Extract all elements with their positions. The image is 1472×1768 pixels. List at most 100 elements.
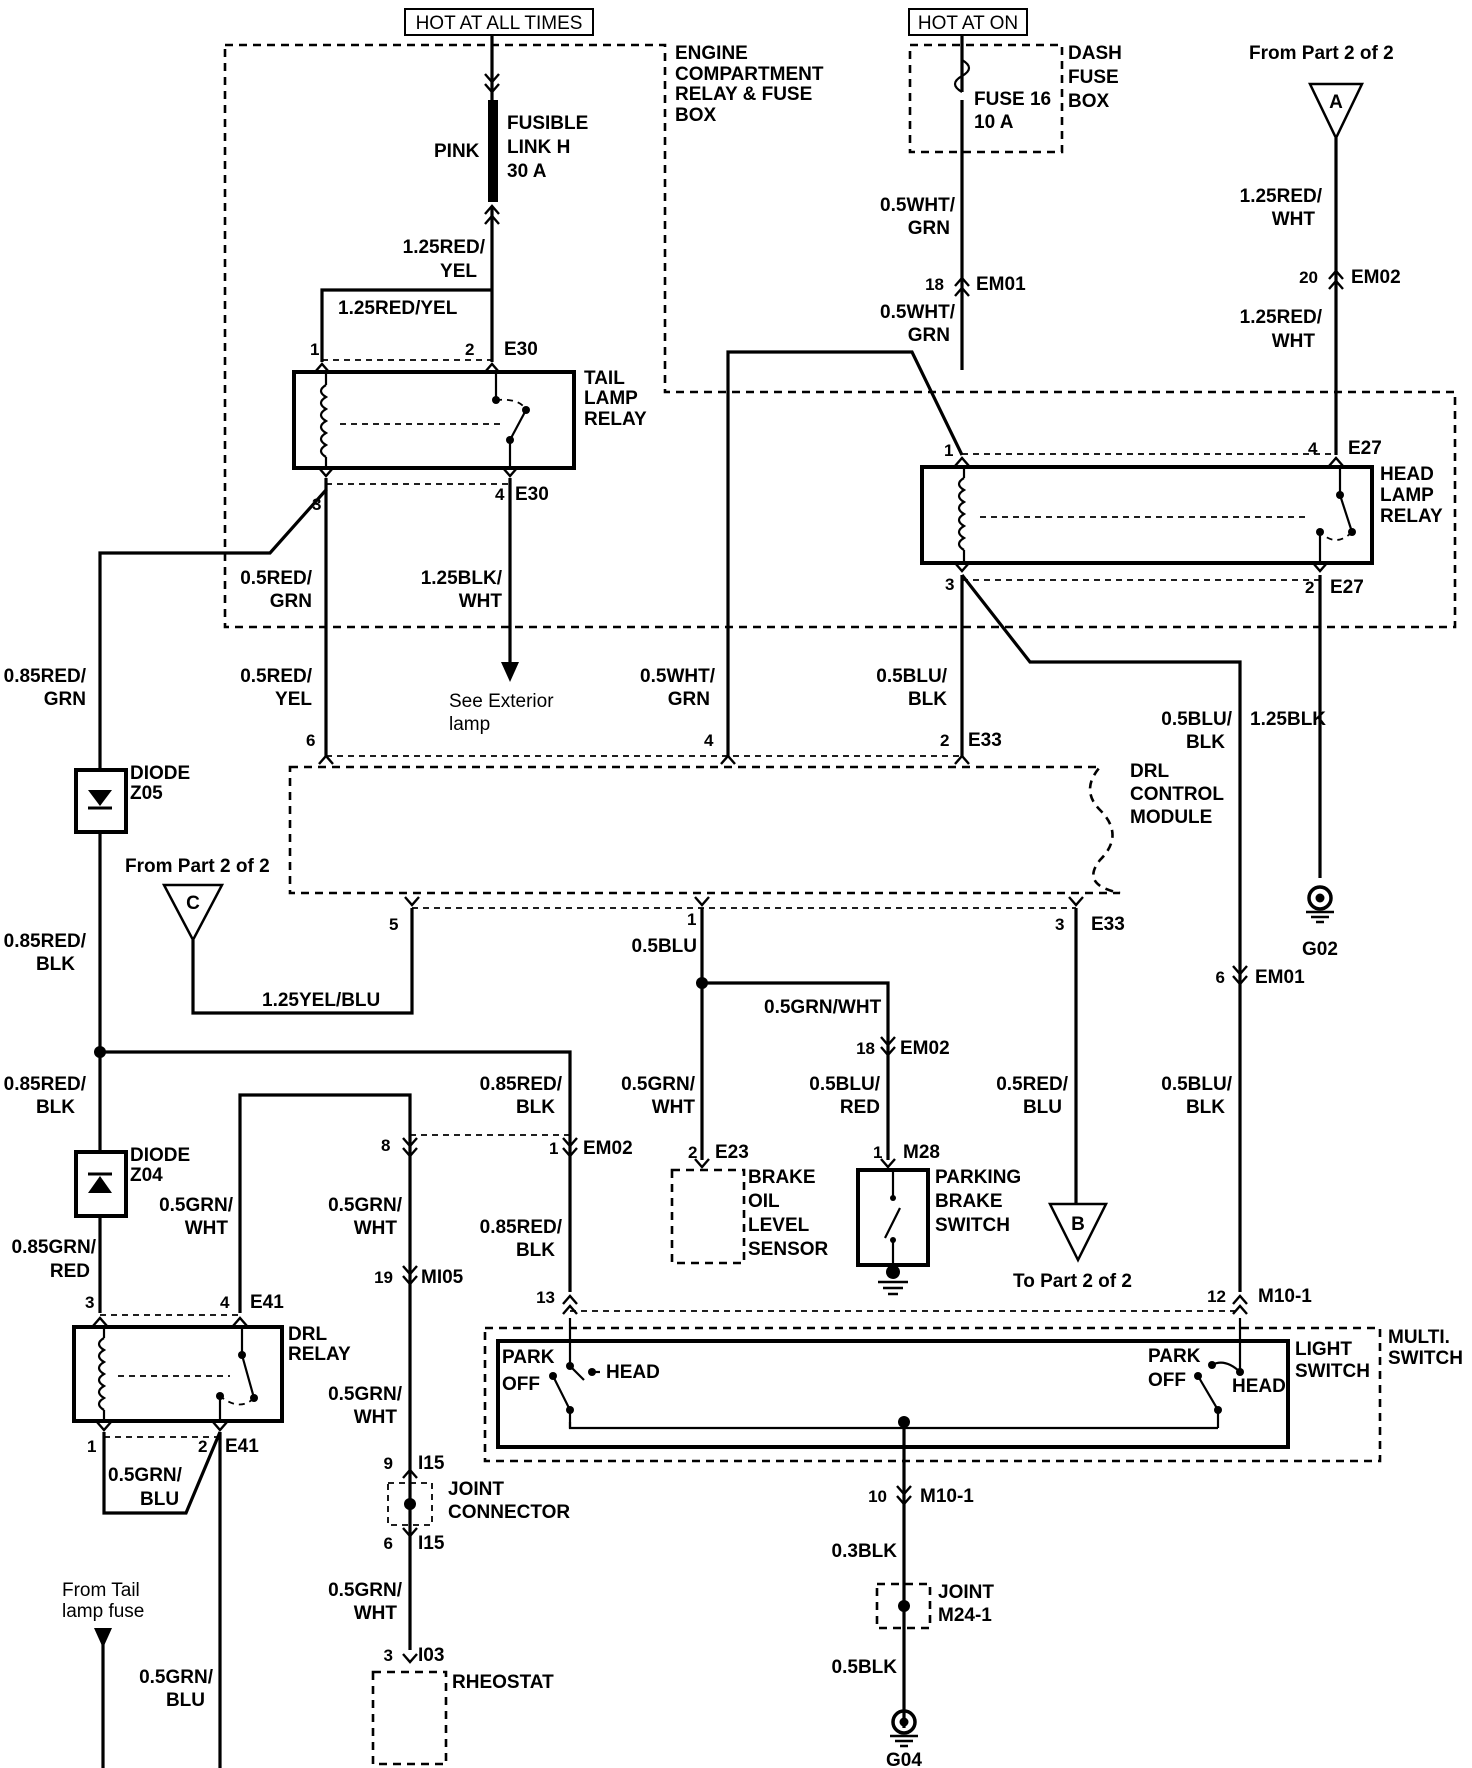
- wire-label-red-yel-05-2: YEL: [275, 689, 312, 710]
- em02-bottom-label: EM02: [583, 1138, 633, 1159]
- wire-label-wht-grn-3a: 0.5WHT/: [640, 666, 716, 687]
- ref-flag-c: [161, 883, 225, 943]
- brake-oil-level-sensor: 2 E23 BRAKE OIL LEVEL SENSOR: [670, 1142, 829, 1265]
- diode-z04: DIODE Z04: [74, 1145, 190, 1218]
- wire-label-wht-grn-2a: 0.5WHT/: [880, 302, 956, 323]
- em01-pin6: 6: [1216, 968, 1225, 987]
- wire-label-grn-wht-4b: WHT: [354, 1407, 398, 1428]
- fusible-link-h: [488, 100, 498, 202]
- head-relay-pin4: 4: [1308, 439, 1318, 458]
- drl-relay-e41-top: E41: [250, 1292, 284, 1313]
- wire-label-red-wht-2b: WHT: [1272, 331, 1316, 352]
- head-relay-pin2: 2: [1305, 578, 1314, 597]
- wire-label-blk-03: 0.3BLK: [832, 1541, 898, 1562]
- mi05-pin8: 8: [381, 1136, 390, 1155]
- light-switch-head-right: HEAD: [1232, 1376, 1286, 1397]
- fusible-label-2: LINK H: [507, 137, 570, 158]
- m10-pin13: 13: [536, 1288, 555, 1307]
- to-part2-b-label: To Part 2 of 2: [1013, 1271, 1132, 1292]
- wire-label-grn-blu-2a: 0.5GRN/: [139, 1667, 214, 1688]
- drl-relay-pin1: 1: [87, 1437, 96, 1456]
- em02-pin20: 20: [1299, 268, 1318, 287]
- wire-label-yel-blu: 1.25YEL/BLU: [262, 990, 380, 1011]
- wire-label-blk-125: 1.25BLK: [1250, 709, 1326, 730]
- wire-label-red-blk-4b: BLK: [516, 1240, 555, 1261]
- hot-at-on-label: HOT AT ON: [918, 13, 1018, 34]
- tail-relay-label-2: LAMP: [584, 388, 638, 409]
- parking-switch-label-2: BRAKE: [935, 1191, 1003, 1212]
- tail-relay-label-3: RELAY: [584, 409, 647, 430]
- drl-relay-label-2: RELAY: [288, 1344, 351, 1365]
- tail-relay-e30-bottom: E30: [515, 484, 549, 505]
- engine-box-label-1: ENGINE: [675, 43, 748, 64]
- wire-label-red-grn-05-2: GRN: [270, 591, 312, 612]
- joint-connector-label-2: CONNECTOR: [448, 1502, 570, 1523]
- head-relay-pin1: 1: [944, 441, 953, 460]
- hot-at-on-box: HOT AT ON: [908, 8, 1028, 36]
- tail-relay-pin1: 1: [310, 340, 319, 359]
- wire-label-red-blk-3b: BLK: [516, 1097, 555, 1118]
- parking-brake-switch: 1 M28 PARKING BRAKE SWITCH: [856, 1142, 1021, 1296]
- wire-label-blk-05: 0.5BLK: [832, 1657, 898, 1678]
- drl-relay: 3 4 E41 DRL RELAY 1 2 E41: [72, 1292, 351, 1457]
- tail-relay-e30-top: E30: [504, 339, 538, 360]
- drl-pin5: 5: [389, 915, 398, 934]
- wire-label-blu-blk-3b: BLK: [1186, 1097, 1225, 1118]
- wire-red-grn-to-diode: [98, 478, 328, 770]
- diode-z04-label-1: DIODE: [130, 1145, 190, 1166]
- wire-red-blk-to-multiswitch: [100, 1050, 572, 1292]
- wire-label-red-blk-1b: BLK: [36, 954, 75, 975]
- tail-lamp-relay: 1.25RED/YEL 1 2 E30 TAIL LAMP RELAY 3 4 …: [292, 288, 647, 514]
- ref-flag-b: [1047, 1202, 1109, 1263]
- diode-z05: DIODE Z05: [74, 763, 190, 834]
- wire-label-grn-blu-2b: BLU: [166, 1690, 205, 1711]
- tail-fuse-arrow: [94, 1628, 112, 1648]
- wire-label-grn-wht-1a: 0.5GRN/: [621, 1074, 696, 1095]
- multi-switch-label-2: SWITCH: [1388, 1348, 1463, 1369]
- wire-relay-pin1-bridge: [320, 288, 492, 362]
- wire-label-blu-blk-2b: BLK: [1186, 732, 1225, 753]
- fuse16-label: FUSE 16: [974, 89, 1051, 110]
- i03-label: I03: [418, 1645, 444, 1666]
- wire-label-red-blk-1a: 0.85RED/: [4, 931, 87, 952]
- dash-fuse-label-1: DASH: [1068, 43, 1122, 64]
- parking-switch-label-3: SWITCH: [935, 1215, 1010, 1236]
- em02-mid-label: EM02: [900, 1038, 950, 1059]
- drl-pin2: 2: [940, 731, 949, 750]
- wire-label-red-blu-a: 0.5RED/: [996, 1074, 1069, 1095]
- ref-flag-c-letter: C: [186, 893, 200, 914]
- head-lamp-relay: 1 4 E27 HEAD LAMP RELAY 3 2 E27: [920, 438, 1443, 598]
- i15-top-label: I15: [418, 1453, 445, 1474]
- drl-control-module: 6 4 2 E33 DRL CONTROL MODULE 5 1 3 E33: [288, 730, 1224, 935]
- ref-flag-b-letter: B: [1071, 1214, 1085, 1235]
- joint-m24-1: JOINT M24-1: [875, 1582, 994, 1630]
- light-switch-park-right: PARK: [1148, 1346, 1201, 1367]
- m10-pin10: 10: [868, 1487, 887, 1506]
- light-switch[interactable]: LIGHT SWITCH PARK OFF HEAD PARK OFF HEAD: [496, 1318, 1370, 1449]
- drl-pin1: 1: [687, 910, 696, 929]
- wire-label-red-wht-2a: 1.25RED/: [1240, 307, 1323, 328]
- drl-e33-bottom: E33: [1091, 914, 1125, 935]
- drl-pin4: 4: [704, 731, 714, 750]
- wire-label-grn-wht-5b: WHT: [354, 1603, 398, 1624]
- wire-label-blu-blk-1b: BLK: [908, 689, 947, 710]
- wire-blu-blk-to-multiswitch: [960, 574, 1242, 1292]
- wire-label-red-yel-05-1: 0.5RED/: [240, 666, 313, 687]
- light-switch-off-left: OFF: [502, 1374, 540, 1395]
- wire-label-blu-05: 0.5BLU: [632, 936, 697, 957]
- em02-pin1: 1: [549, 1139, 558, 1158]
- em01-bottom-label: EM01: [1255, 967, 1305, 988]
- ref-flag-a-letter: A: [1329, 92, 1343, 113]
- ground-g02-symbol: [1304, 885, 1336, 924]
- brake-sensor-label-3: LEVEL: [748, 1215, 810, 1236]
- wire-label-red-grn-085-2: GRN: [44, 689, 86, 710]
- tail-relay-label-1: TAIL: [584, 368, 625, 389]
- em02-pin18: 18: [856, 1039, 875, 1058]
- wire-label-grn-wht-2b: WHT: [185, 1218, 229, 1239]
- drl-relay-e41-bottom: E41: [225, 1436, 259, 1457]
- i15-pin6: 6: [384, 1534, 393, 1553]
- wire-label-red-yel-inline: 1.25RED/YEL: [338, 298, 458, 319]
- e23-pin2: 2: [688, 1143, 697, 1162]
- i15-bottom-label: I15: [418, 1533, 445, 1554]
- m10-bottom-label: M10-1: [920, 1486, 974, 1507]
